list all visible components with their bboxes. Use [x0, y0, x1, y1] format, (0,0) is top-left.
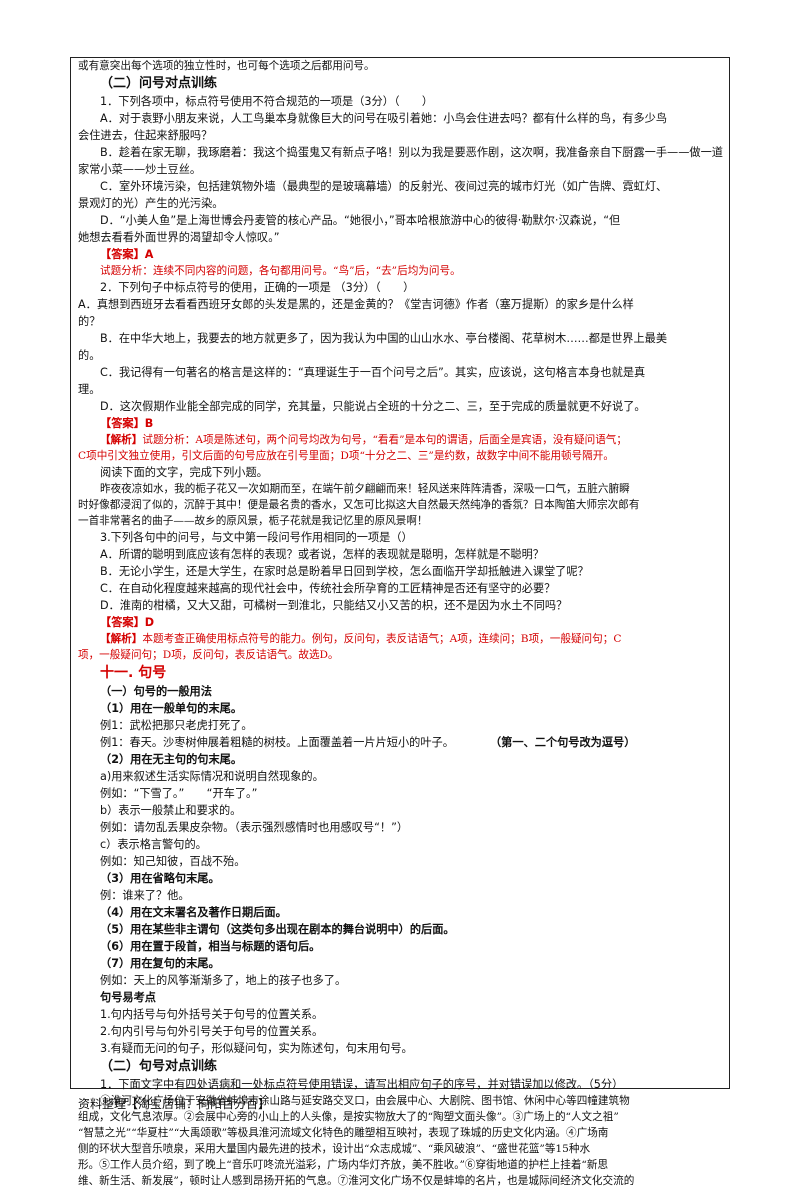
q1-option-a: A．对于袁野小朋友来说，人工鸟巢本身就像巨大的问号在吸引着她：小鸟会住进去吗？都…: [100, 112, 668, 125]
q1-stem: 1．下列各项中，标点符号使用不符合规范的一项是（3分）（ ）: [100, 95, 434, 108]
q2-stem: 2．下列句子中标点符号的使用，正确的一项是 （3分）（ ）: [100, 281, 415, 294]
q3-stem: 3.下列各句中的问号，与文中第一段问号作用相同的一项是（）: [100, 531, 413, 544]
usage-4: （4）用在文末署名及著作日期后面。: [100, 906, 287, 919]
question-1: 1．下列各项中，标点符号使用不符合规范的一项是（3分）（ ） A．对于袁野小朋友…: [78, 93, 726, 279]
key-point-2: 2.句内引号与句外引号关于句号的位置关系。: [100, 1025, 324, 1038]
q4-passage-line-4: 侧的环状大型音乐喷泉，采用大量国内最先进的技术，设计出“众志成城”、“乘风破浪”…: [78, 1143, 591, 1155]
q2-option-a-cont: 的？: [78, 315, 101, 328]
usage-1-example-b: 例1：春天。沙枣树伸展着粗糙的树枝。上面覆盖着一片片短小的叶子。: [100, 736, 454, 749]
q2-option-c-cont: 理。: [78, 383, 101, 396]
document-body: 或有意突出每个选项的独立性时，也可每个选项之后都用问号。 （二）问号对点训练 1…: [78, 58, 726, 1189]
usage-2b: b）表示一般禁止和要求的。: [100, 804, 242, 817]
usage-7: （7）用在复句的末尾。: [100, 957, 220, 970]
usage-7-example: 例如：天上的风筝渐渐多了，地上的孩子也多了。: [100, 974, 347, 987]
usage-6: （6）用在置于段首，相当与标题的语句后。: [100, 940, 321, 953]
q2-option-b: B．在中华大地上，我要去的地方就更多了，因为我认为中国的山山水水、亭台楼阁、花草…: [100, 332, 668, 345]
usage-title: （一）句号的一般用法: [100, 685, 212, 698]
usage-1: （1）用在一般单句的末尾。: [100, 702, 243, 715]
q4-passage-line-3: “智慧之光”“华夏柱”“大禹颂歌”等极具淮河流域文化特色的雕塑相互映衬，表现了珠…: [78, 1127, 609, 1139]
q2-analysis-label: 【解析】: [100, 434, 143, 446]
usage-5: （5）用在某些非主谓句（这类句多出现在剧本的舞台说明中）的后面。: [100, 923, 455, 936]
q1-option-d: D．“小美人鱼”是上海世博会丹麦管的核心产品。“她很小，”哥本哈根旅游中心的彼得…: [100, 214, 621, 227]
q3-option-d: D．淮南的柑橘，又大又甜，可橘树一到淮北，只能结又小又苦的枳，还不是因为水土不同…: [100, 599, 568, 612]
q2-analysis-cont: C项中引文独立使用，引文后面的句号应放在引号里面；D项“十分之二、三”是约数，故…: [78, 450, 614, 462]
q4-passage-line-2: 组成，文化气息浓厚。②会展中心旁的小山上的人头像，是按实物放大了的“陶塑文面头像…: [78, 1111, 619, 1123]
q4-stem: 1．下面文字中有四处语病和一处标点符号使用错误，请写出相应句子的序号，并对错误加…: [100, 1078, 624, 1091]
top-line: 或有意突出每个选项的独立性时，也可每个选项之后都用问号。: [78, 60, 375, 72]
q3-analysis: 【解析】本题考查正确使用标点符号的能力。例句，反问句，表反诘语气；A项，连续问；…: [78, 631, 726, 647]
q3-answer: 【答案】D: [100, 616, 155, 629]
q2-option-a: A．真想到西班牙去看看西班牙女郎的头发是黑的，还是金黄的？《堂吉诃德》作者（塞万…: [78, 298, 634, 311]
q3-analysis-text: 本题考查正确使用标点符号的能力。例句，反问句，表反诘语气；A项，连续问；B项，一…: [142, 633, 622, 645]
content-frame: [70, 57, 730, 1089]
q1-analysis: 试题分析：连续不同内容的问题，各句都用问号。“鸟”后，“去”后均为问号。: [100, 265, 461, 277]
section-title-period-training: （二）句号对点训练: [100, 1059, 218, 1074]
q3-option-c: C．在自动化程度越来越高的现代社会中，传统社会所孕育的工匠精神是否还有坚守的必要…: [100, 582, 556, 595]
q2-option-c: C．我记得有一句著名的格言是这样的：“真理诞生于一百个问号之后”。其实，应该说，…: [100, 366, 646, 379]
usage-3-example: 例：谁来了？他。: [100, 889, 190, 902]
q4-passage-line-1: ①淮河文化广场位于安徽省蚌埠市涂山路与延安路交叉口，由会展中心、大剧院、图书馆、…: [100, 1095, 630, 1107]
reading-passage: 阅读下面的文字，完成下列小题。 昨夜夜凉如水，我的栀子花又一次如期而至，在端午前…: [78, 464, 726, 529]
usage-1-note: （第一、二个句号改为逗号）: [489, 736, 636, 749]
q3-option-b: B．无论小学生，还是大学生，在家时总是盼着早日回到学校，怎么面临开学却抵触进入课…: [100, 565, 589, 578]
question-4: 1．下面文字中有四处语病和一处标点符号使用错误，请写出相应句子的序号，并对错误加…: [78, 1076, 726, 1189]
usage-2a: a)用来叙述生活实际情况和说明自然现象的。: [100, 770, 324, 783]
q2-answer: 【答案】B: [100, 417, 154, 430]
usage-1-example-a: 例1：武松把那只老虎打死了。: [100, 719, 253, 732]
q2-analysis: 【解析】试题分析：A项是陈述句，两个问号均改为句号，“看看”是本句的谓语，后面全…: [78, 432, 726, 448]
q1-option-c: C．室外环境污染，包括建筑物外墙（最典型的是玻璃幕墙）的反射光、夜间过亮的城市灯…: [100, 180, 668, 193]
reading-line-2: 时好像都浸润了似的，沉醉于其中！便是最名贵的香水，又怎可比拟这大自然最天然纯净的…: [78, 499, 640, 511]
q1-option-a-cont: 会住进去，住起来舒服吗？: [78, 129, 213, 142]
period-key-points: 句号易考点 1.句内括号与句外括号关于句号的位置关系。 2.句内引号与句外引号关…: [78, 989, 726, 1057]
q1-option-d-cont: 她想去看看外面世界的渴望却令人惊叹。”: [78, 231, 280, 244]
q2-analysis-text: 试题分析：A项是陈述句，两个问号均改为句号，“看看”是本句的谓语，后面全是宾语，…: [142, 434, 627, 446]
usage-2c-example: 例如：知己知彼，百战不殆。: [100, 855, 246, 868]
key-points-title: 句号易考点: [100, 991, 156, 1004]
reading-line-3: 一首非常著名的曲子——故乡的原风景，栀子花就是我记忆里的原风景啊！: [78, 515, 428, 527]
question-3: 3.下列各句中的问号，与文中第一段问号作用相同的一项是（） A．所谓的聪明到底应…: [78, 529, 726, 663]
q1-answer: 【答案】A: [100, 248, 154, 261]
q3-option-a: A．所谓的聪明到底应该有怎样的表现？或者说，怎样的表现就是聪明，怎样就是不聪明？: [100, 548, 544, 561]
q3-analysis-cont: 项，一般疑问句；D项，反问句，表反诘语气。故选D。: [78, 649, 339, 661]
key-point-1: 1.句内括号与句外括号关于句号的位置关系。: [100, 1008, 324, 1021]
footer-source: 资料整理【淘宝店铺：向阳百分百】: [78, 1097, 271, 1111]
usage-2: （2）用在无主句的句末尾。: [100, 753, 243, 766]
key-point-3: 3.有疑而无问的句子，形似疑问句，实为陈述句，句末用句号。: [100, 1042, 413, 1055]
q1-option-b: B．趁着在家无聊，我琢磨着：我这个捣蛋鬼又有新点子咯！别以为我是要恶作剧，这次啊…: [100, 146, 723, 159]
q1-option-c-cont: 景观灯的光）产生的光污染。: [78, 197, 224, 210]
q2-option-b-cont: 的。: [78, 349, 101, 362]
section-title-question-mark-training: （二）问号对点训练: [100, 76, 218, 91]
usage-2c: c）表示格言警句的。: [100, 838, 207, 851]
usage-2a-example: 例如：“下雪了。” “开车了。”: [100, 787, 258, 800]
q4-passage-line-6: 维、新生活、新发展”，顿时让人感到昂扬开拓的气息。⑦淮河文化广场不仅是蚌埠的名片…: [78, 1175, 635, 1187]
q1-option-b-cont: 家常小菜——炒土豆丝。: [78, 163, 202, 176]
usage-3: （3）用在省略句末尾。: [100, 872, 220, 885]
usage-1-example-b-row: 例1：春天。沙枣树伸展着粗糙的树枝。上面覆盖着一片片短小的叶子。 （第一、二个句号…: [100, 734, 726, 751]
q2-option-d: D．这次假期作业能全部完成的同学，充其量，只能说占全班的十分之二、三，至于完成的…: [100, 400, 646, 413]
reading-line-1: 昨夜夜凉如水，我的栀子花又一次如期而至，在端午前夕翩翩而来！轻风送来阵阵清香，深…: [100, 483, 630, 495]
q4-passage-line-5: 形。⑤工作人员介绍，到了晚上“音乐叮咚流光溢彩，广场内华灯齐放，美不胜收。”⑥穿…: [78, 1159, 609, 1171]
q3-analysis-label: 【解析】: [100, 633, 143, 645]
section-title-period: 十一. 句号: [100, 665, 167, 681]
usage-2b-example: 例如：请勿乱丢果皮杂物。（表示强烈感情时也用感叹号“！”）: [100, 821, 409, 834]
question-2: 2．下列句子中标点符号的使用，正确的一项是 （3分）（ ） A．真想到西班牙去看…: [78, 279, 726, 464]
reading-intro: 阅读下面的文字，完成下列小题。: [100, 466, 268, 479]
period-usage: （一）句号的一般用法 （1）用在一般单句的末尾。 例1：武松把那只老虎打死了。 …: [78, 683, 726, 989]
